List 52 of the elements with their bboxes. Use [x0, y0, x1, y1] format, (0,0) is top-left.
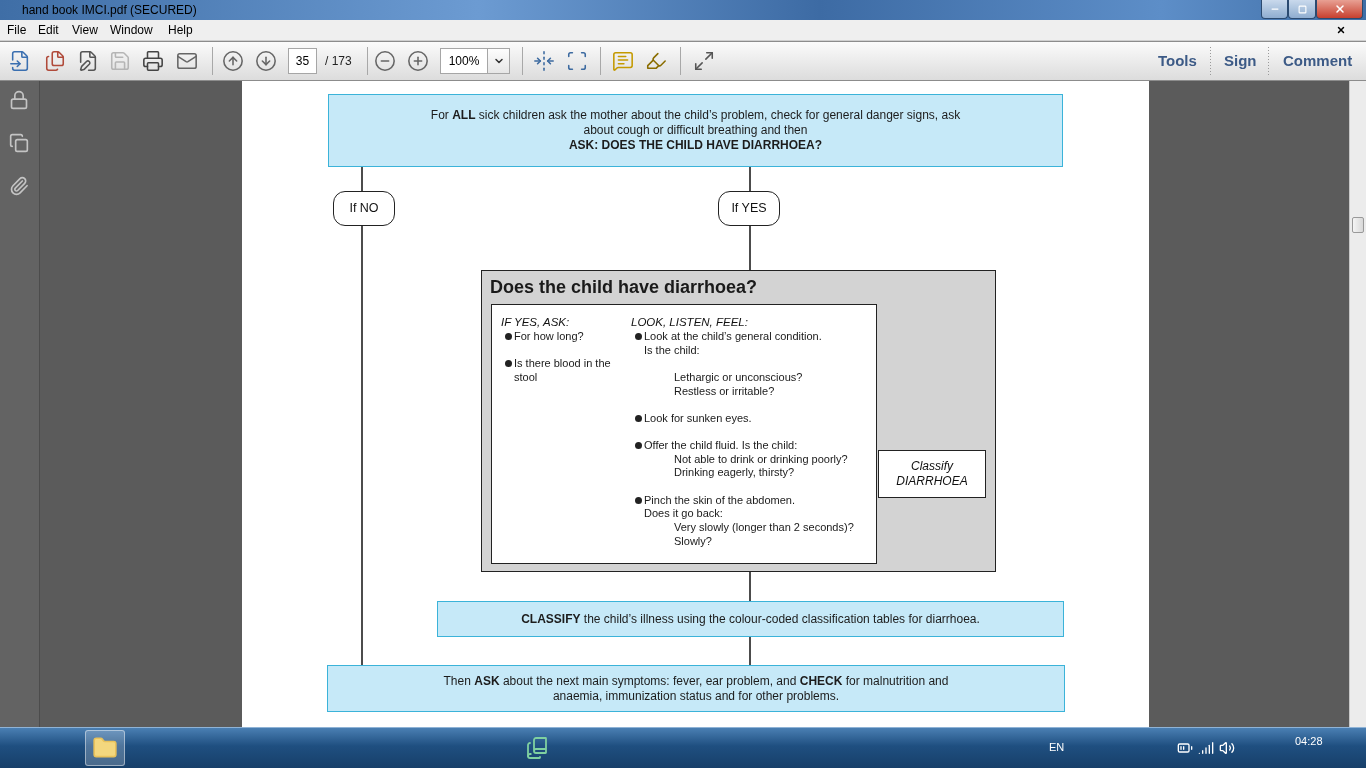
pane-tab: Sign — [1224, 52, 1257, 70]
branch-label: If NO — [349, 201, 379, 216]
menu-item: File — [7, 23, 27, 38]
language-indicator: EN — [1049, 741, 1065, 754]
instruction-text: CLASSIFY the child’s illness using the colour-coded classification tables for diarrhoea. — [521, 611, 980, 627]
list-item-text: Pinch the skin of the abdomen. — [644, 493, 796, 508]
assessment-panel — [481, 270, 996, 572]
process-box — [327, 665, 1065, 712]
question-card — [491, 304, 877, 564]
branch-pill — [333, 191, 395, 226]
question-text: Lethargic or unconscious? — [674, 370, 803, 385]
question-text: Drinking eagerly, thirsty? — [674, 466, 795, 481]
zoom-field: 100% — [440, 48, 488, 74]
list-item-text: Is there blood in the stool — [514, 357, 612, 385]
classify-box — [878, 450, 986, 498]
list-item-text: For how long? — [514, 330, 584, 344]
instruction-text: Then ASK about the next main symptoms: fever, ear problem, and CHECK for malnutrition and anaemia, immunization status and for other problems. — [442, 673, 950, 704]
list-item-text: Look for sunken eyes. — [644, 411, 752, 426]
menu-item: Edit — [38, 23, 59, 38]
column-heading: LOOK, LISTEN, FEEL: — [631, 315, 748, 330]
question-text: Not able to drink or drinking poorly? — [674, 452, 848, 467]
menu-item: Help — [168, 23, 193, 38]
connector-line — [749, 225, 751, 271]
pane-tab: Comment — [1283, 52, 1353, 70]
clock-time: 04:28 — [1295, 735, 1323, 748]
question-text: Restless or irritable? — [674, 384, 775, 399]
question-text: Slowly? — [674, 534, 712, 549]
connector-line — [749, 636, 751, 666]
connector-line — [361, 225, 363, 666]
page-count: / 173 — [325, 54, 352, 69]
connector-line — [749, 571, 751, 602]
menu-item: Window — [110, 23, 153, 38]
list-item-text: Does it go back: — [644, 507, 723, 522]
list-item-text: Offer the child fluid. Is the child: — [644, 439, 798, 453]
process-box — [437, 601, 1064, 637]
branch-label: If YES — [731, 201, 767, 216]
window-title: hand book IMCI.pdf (SECURED) — [22, 3, 197, 17]
list-item-text: Look at the child’s general condition. — [644, 330, 822, 344]
question-text: Very slowly (longer than 2 seconds)? — [674, 521, 854, 535]
branch-pill — [718, 191, 780, 226]
process-box — [328, 94, 1063, 167]
connector-line — [749, 166, 751, 192]
column-heading: IF YES, ASK: — [501, 315, 570, 330]
pane-tab: Tools — [1158, 52, 1197, 70]
page-number-field: 35 — [288, 48, 317, 74]
classify-label: Classify DIARRHOEA — [895, 459, 969, 489]
menu-item: View — [72, 23, 98, 38]
question-text: ASK: DOES THE CHILD HAVE DIARRHOEA? — [568, 138, 823, 153]
panel-heading: Does the child have diarrhoea? — [490, 276, 758, 298]
connector-line — [361, 166, 363, 192]
list-item-text: Is the child: — [644, 343, 700, 358]
instruction-text: For ALL sick children ask the mother about the child’s problem, check for general danger signs, ask about cough or difficult breathing and then — [429, 108, 962, 138]
